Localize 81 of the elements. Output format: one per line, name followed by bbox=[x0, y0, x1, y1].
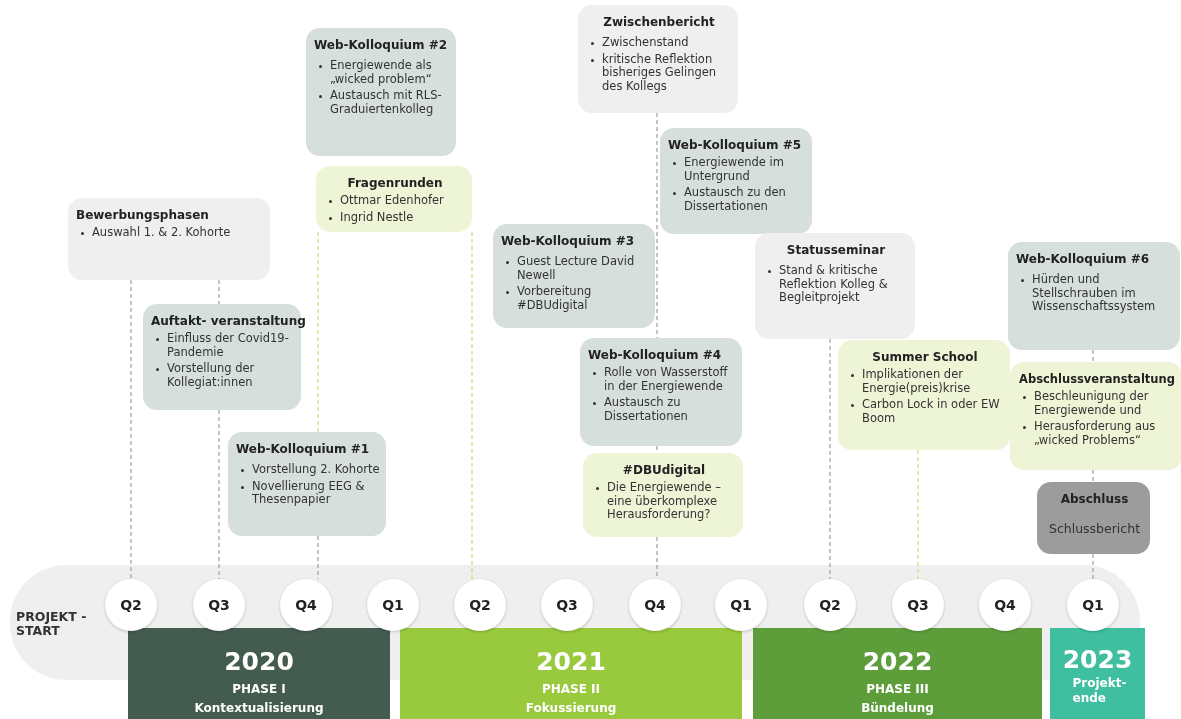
connector-line bbox=[471, 231, 473, 580]
year-bar bbox=[753, 628, 1042, 719]
bullet-item: Zwischenstand bbox=[586, 36, 732, 50]
card-title: #DBUdigital bbox=[622, 462, 706, 478]
bullet-item: Vorstellung der Kollegiat:innen bbox=[151, 362, 295, 389]
bullet-item: Auswahl 1. & 2. Kohorte bbox=[76, 226, 264, 240]
event-card bbox=[580, 338, 742, 446]
year-label: 2020 bbox=[224, 648, 294, 676]
bullet-item: kritische Reflektion bisheriges Gelingen des Kollegs bbox=[586, 52, 732, 93]
bullet-item: Energiewende als „wicked problem“ bbox=[314, 59, 450, 86]
bullet-item: Ottmar Edenhofer bbox=[324, 194, 466, 208]
bullet-item: Vorbereitung #DBUdigital bbox=[501, 285, 649, 312]
phase-label: PHASE I bbox=[232, 682, 286, 697]
phase-label: PHASE III bbox=[866, 682, 929, 697]
event-card bbox=[1010, 362, 1181, 470]
bullet-item: Austausch mit RLS- Graduiertenkolleg bbox=[314, 89, 450, 116]
card-text: Schlussbericht bbox=[1048, 522, 1141, 536]
bullet-item: Novellierung EEG & Thesenpapier bbox=[236, 479, 380, 507]
connector-line bbox=[317, 535, 319, 580]
connector-line bbox=[218, 279, 220, 305]
event-card bbox=[493, 224, 655, 328]
connector-line bbox=[656, 112, 658, 339]
phase-label: Kontextualisierung bbox=[194, 701, 324, 716]
event-card bbox=[1008, 242, 1180, 350]
connector-line bbox=[1092, 469, 1094, 483]
bullet-item: Austausch zu den Dissertationen bbox=[668, 186, 806, 213]
connector-line bbox=[317, 231, 319, 433]
card-title: Web-Kolloquium #4 bbox=[588, 347, 722, 363]
year-bar bbox=[400, 628, 742, 719]
event-card bbox=[838, 340, 1010, 450]
phase-label: PHASE II bbox=[541, 682, 601, 697]
bullet-item: Austausch zu Dissertationen bbox=[588, 396, 736, 423]
card-title: Statusseminar bbox=[786, 242, 886, 258]
card-title: Bewerbungsphasen bbox=[76, 207, 209, 223]
bullet-item: Die Energiewende – eine überkomplexe Herausforderung? bbox=[591, 481, 737, 522]
connector-line bbox=[829, 338, 831, 580]
card-title: Fragenrunden bbox=[347, 175, 443, 191]
card-title: Web-Kolloquium #6 bbox=[1016, 251, 1150, 267]
bullet-item: Implikationen der Energie(preis)krise bbox=[846, 368, 1004, 395]
card-title: Summer School bbox=[872, 349, 978, 365]
bullet-item: Ingrid Nestle bbox=[324, 210, 466, 224]
bullet-item: Hürden und Stellschrauben im Wissenschaftssystem bbox=[1016, 273, 1174, 314]
connector-line bbox=[1092, 349, 1094, 363]
event-card bbox=[306, 28, 456, 156]
connector-line bbox=[917, 449, 919, 580]
start-label: PROJEKT -START bbox=[16, 610, 88, 638]
bullet-item: Carbon Lock in oder EW Boom bbox=[846, 398, 1004, 425]
event-card bbox=[660, 128, 812, 234]
bullet-item: Herausforderung aus „wicked Problems“ bbox=[1018, 420, 1176, 447]
bullet-item: Vorstellung 2. Kohorte bbox=[236, 463, 380, 477]
card-title: Abschluss bbox=[1060, 491, 1129, 507]
phase-label: Fokussierung bbox=[525, 701, 617, 716]
card-title: Auftakt- veranstaltung bbox=[151, 313, 306, 329]
event-card bbox=[316, 166, 472, 232]
event-card bbox=[68, 198, 270, 280]
bullet-item: Einfluss der Covid19-Pandemie bbox=[151, 332, 295, 359]
card-title: Web-Kolloquium #1 bbox=[236, 441, 370, 457]
year-label: 2022 bbox=[862, 648, 933, 676]
bullet-item: Guest Lecture David Newell bbox=[501, 255, 649, 282]
event-card bbox=[578, 5, 738, 113]
connector-line bbox=[1092, 553, 1094, 580]
connector-line bbox=[218, 409, 220, 580]
event-card bbox=[583, 453, 743, 537]
bullet-item: Energiewende im Untergrund bbox=[668, 156, 806, 183]
card-title: Web-Kolloquium #5 bbox=[668, 137, 802, 153]
event-card bbox=[1037, 482, 1150, 554]
card-title: Web-Kolloquium #2 bbox=[314, 37, 448, 53]
year-label: 2023 bbox=[1062, 646, 1133, 674]
event-card bbox=[228, 432, 386, 536]
card-title: Abschlussveranstaltung bbox=[1019, 371, 1175, 387]
connector-line bbox=[130, 279, 132, 580]
bullet-item: Beschleunigung der Energiewende und bbox=[1018, 390, 1176, 417]
event-card bbox=[755, 233, 915, 339]
bullet-item: Rolle von Wasserstoff in der Energiewende bbox=[588, 366, 736, 393]
year-label: 2021 bbox=[536, 648, 606, 676]
year-bar bbox=[128, 628, 390, 719]
card-title: Zwischenbericht bbox=[603, 14, 715, 30]
card-title: Web-Kolloquium #3 bbox=[501, 233, 635, 249]
phase-label: Bündelung bbox=[861, 701, 934, 716]
bullet-item: Stand & kritische Reflektion Kolleg & Begleitprojekt bbox=[763, 264, 909, 305]
year-bar bbox=[1050, 628, 1145, 719]
